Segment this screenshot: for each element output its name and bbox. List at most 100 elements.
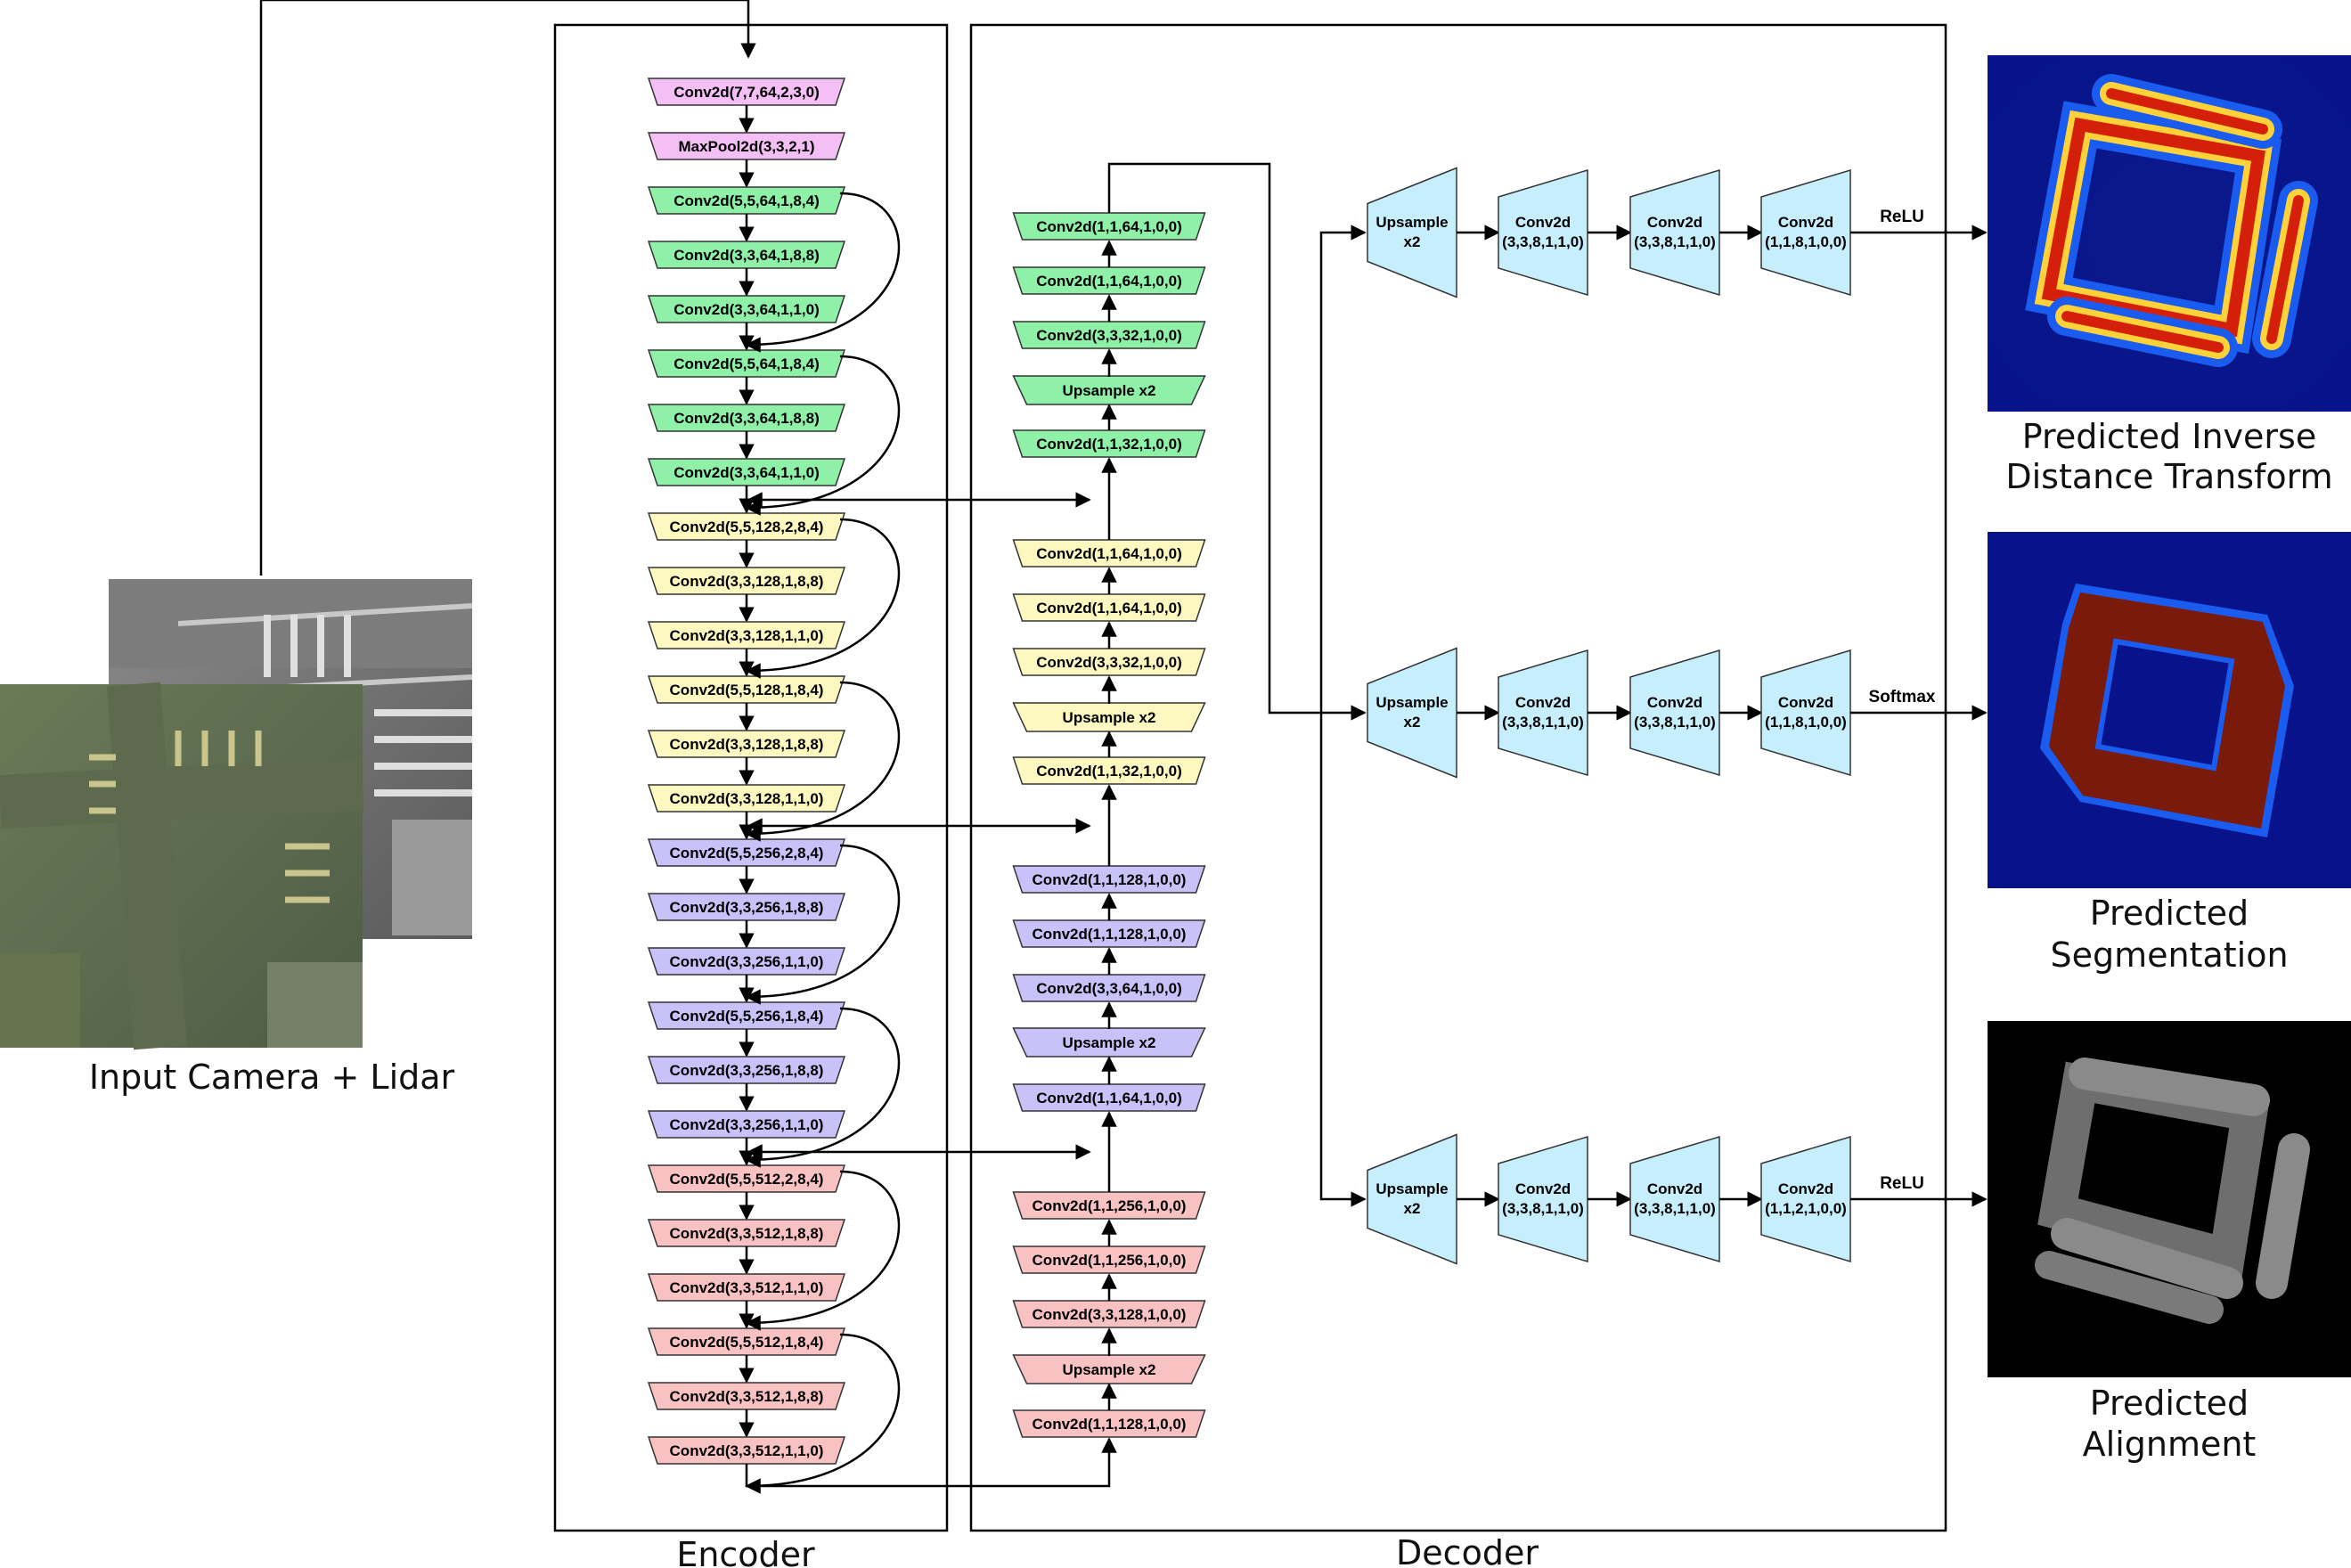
- decoder-layer-label: Conv2d(1,1,256,1,0,0): [1033, 1252, 1187, 1269]
- head-block-line1: Conv2d: [1515, 214, 1571, 231]
- heads: Upsamplex2Conv2d(3,3,8,1,1,0)Conv2d(3,3,…: [1367, 167, 2333, 1464]
- decoder-layer-shape: [1012, 539, 1206, 568]
- output-caption-line1: Predicted Inverse: [2022, 417, 2316, 456]
- head-branch: Upsamplex2Conv2d(3,3,8,1,1,0)Conv2d(3,3,…: [1367, 1133, 1988, 1265]
- encoder-layer: Conv2d(5,5,256,1,8,4): [647, 1001, 846, 1030]
- decoder-layer: Conv2d(3,3,32,1,0,0): [1012, 321, 1206, 349]
- encoder-layer: Conv2d(3,3,256,1,8,8): [647, 893, 846, 921]
- head-block-line2: (1,1,8,1,0,0): [1765, 714, 1847, 731]
- encoder-skip-connection: [745, 1333, 901, 1494]
- decoder-to-heads-main: [1107, 162, 1367, 721]
- decoder-layer: Conv2d(1,1,128,1,0,0): [1012, 865, 1206, 894]
- encoder-skip-connection: [745, 844, 901, 1005]
- encoder-layer-label: Conv2d(5,5,512,1,8,4): [670, 1334, 824, 1351]
- encoder-layer-shape: [647, 1110, 846, 1139]
- encoder-layer-label: Conv2d(3,3,64,1,1,0): [673, 301, 819, 318]
- encoder-layer-shape: [647, 349, 846, 378]
- encoder-layer-label: Conv2d(3,3,512,1,1,0): [670, 1442, 824, 1459]
- head-block-shape: [1629, 168, 1720, 297]
- decoder-layer-shape: [1012, 321, 1206, 349]
- decoder-layer-label: Upsample x2: [1063, 1034, 1156, 1051]
- decoder-layer-shape: [1012, 702, 1206, 732]
- decoder-layers: Conv2d(1,1,64,1,0,0) Conv2d(1,1,64,1,0,0)…: [1012, 212, 1206, 1438]
- head-block-line2: x2: [1404, 1200, 1421, 1217]
- encoder-layer-shape: [647, 730, 846, 758]
- decoder-layer-shape: [1012, 756, 1206, 785]
- decoder-layer: Conv2d(1,1,64,1,0,0): [1012, 1083, 1206, 1112]
- encoder-layer-label: Conv2d(7,7,64,2,3,0): [673, 84, 819, 101]
- encoder-layer: Conv2d(3,3,256,1,8,8): [647, 1056, 846, 1084]
- encoder-layer-shape: [647, 838, 846, 867]
- encoder-layer: Conv2d(5,5,512,2,8,4): [647, 1164, 846, 1193]
- decoder-layer: Conv2d(3,3,32,1,0,0): [1012, 648, 1206, 676]
- head-block-shape: [1498, 649, 1588, 777]
- encoder-layer-label: Conv2d(3,3,64,1,1,0): [673, 464, 819, 481]
- head-block-shape: [1760, 1135, 1851, 1263]
- activation-label: Softmax: [1869, 688, 1936, 706]
- head-block-shape: [1498, 168, 1588, 297]
- output-alignment-image: [1988, 1021, 2351, 1377]
- decoder-layer-label: Conv2d(1,1,32,1,0,0): [1036, 763, 1181, 780]
- decoder-layer-label: Conv2d(1,1,256,1,0,0): [1033, 1197, 1187, 1214]
- head-block-line1: Conv2d: [1778, 694, 1833, 711]
- output-caption-line2: Distance Transform: [2005, 457, 2332, 496]
- encoder-layers: Conv2d(7,7,64,2,3,0) MaxPool2d(3,3,2,1) Co…: [647, 78, 846, 1465]
- decoder-layer-shape: [1012, 1409, 1206, 1438]
- encoder-skip-connection: [745, 518, 901, 679]
- encoder-layer-label: Conv2d(3,3,512,1,1,0): [670, 1279, 824, 1296]
- encoder-layer: MaxPool2d(3,3,2,1): [647, 132, 846, 160]
- encoder-layer: Conv2d(3,3,512,1,8,8): [647, 1219, 846, 1247]
- encoder-layer: Conv2d(3,3,128,1,1,0): [647, 621, 846, 649]
- decoder-layer-shape: [1012, 1354, 1206, 1384]
- decoder-layer-shape: [1012, 919, 1206, 948]
- head-block-line2: (1,1,2,1,0,0): [1765, 1200, 1847, 1217]
- decoder-layer: Upsample x2: [1012, 702, 1206, 732]
- encoder-layer-shape: [647, 784, 846, 813]
- head-block-line2: x2: [1404, 233, 1421, 250]
- encoder-layer-label: Conv2d(3,3,128,1,1,0): [670, 790, 824, 807]
- encoder-layer-label: Conv2d(3,3,256,1,8,8): [670, 899, 824, 916]
- encoder-layer: Conv2d(3,3,128,1,8,8): [647, 567, 846, 595]
- encoder-layer: Conv2d(7,7,64,2,3,0): [647, 78, 846, 106]
- output-caption-line1: Predicted: [2090, 1384, 2249, 1423]
- decoder-layer: Conv2d(1,1,32,1,0,0): [1012, 756, 1206, 785]
- encoder-layer-label: Conv2d(5,5,256,1,8,4): [670, 1008, 824, 1025]
- encoder-layer-label: Conv2d(5,5,128,2,8,4): [670, 519, 824, 535]
- decoder-title: Decoder: [1396, 1533, 1539, 1568]
- decoder-layer-shape: [1012, 1300, 1206, 1328]
- decoder-layer-shape: [1012, 1191, 1206, 1220]
- encoder-layer-shape: [647, 458, 846, 486]
- head-block-line2: (1,1,8,1,0,0): [1765, 233, 1847, 250]
- decoder-layer: Conv2d(1,1,256,1,0,0): [1012, 1245, 1206, 1274]
- head-block-line2: (3,3,8,1,1,0): [1502, 714, 1584, 731]
- decoder-layer-shape: [1012, 648, 1206, 676]
- head-block-line1: Upsample: [1375, 694, 1448, 711]
- decoder-layer-label: Upsample x2: [1063, 709, 1156, 726]
- encoder-skip-connection: [745, 192, 901, 353]
- decoder-to-head-1: [1319, 225, 1367, 713]
- output-caption-line2: Segmentation: [2050, 935, 2288, 975]
- decoder-layer-label: Conv2d(3,3,32,1,0,0): [1036, 654, 1181, 671]
- decoder-layer: Conv2d(1,1,128,1,0,0): [1012, 1409, 1206, 1438]
- encoder-layer-shape: [647, 241, 846, 269]
- decoder-to-head-3: [1319, 713, 1367, 1207]
- encoder-layer: Conv2d(3,3,256,1,1,0): [647, 1110, 846, 1139]
- output-caption-line2: Alignment: [2083, 1425, 2257, 1464]
- head-block-line1: Conv2d: [1778, 1180, 1833, 1197]
- encoder-layer-label: Conv2d(5,5,64,1,8,4): [673, 355, 819, 372]
- encoder-layer-shape: [647, 132, 846, 160]
- head-block-line1: Conv2d: [1778, 214, 1833, 231]
- encoder-layer: Conv2d(3,3,64,1,1,0): [647, 295, 846, 323]
- encoder-layer: Conv2d(3,3,64,1,1,0): [647, 458, 846, 486]
- decoder-layer-label: Conv2d(1,1,64,1,0,0): [1036, 600, 1181, 617]
- output-segmentation-image: [1988, 532, 2351, 888]
- bottleneck-connector: [745, 1437, 1117, 1488]
- decoder-layer: Conv2d(1,1,32,1,0,0): [1012, 429, 1206, 458]
- decoder-layer-label: Conv2d(1,1,128,1,0,0): [1033, 1416, 1187, 1433]
- head-block-line1: Upsample: [1375, 214, 1448, 231]
- head-block-line2: x2: [1404, 714, 1421, 731]
- decoder-layer: Conv2d(1,1,256,1,0,0): [1012, 1191, 1206, 1220]
- decoder-layer-label: Conv2d(3,3,128,1,0,0): [1033, 1306, 1187, 1323]
- encoder-layer-shape: [647, 1219, 846, 1247]
